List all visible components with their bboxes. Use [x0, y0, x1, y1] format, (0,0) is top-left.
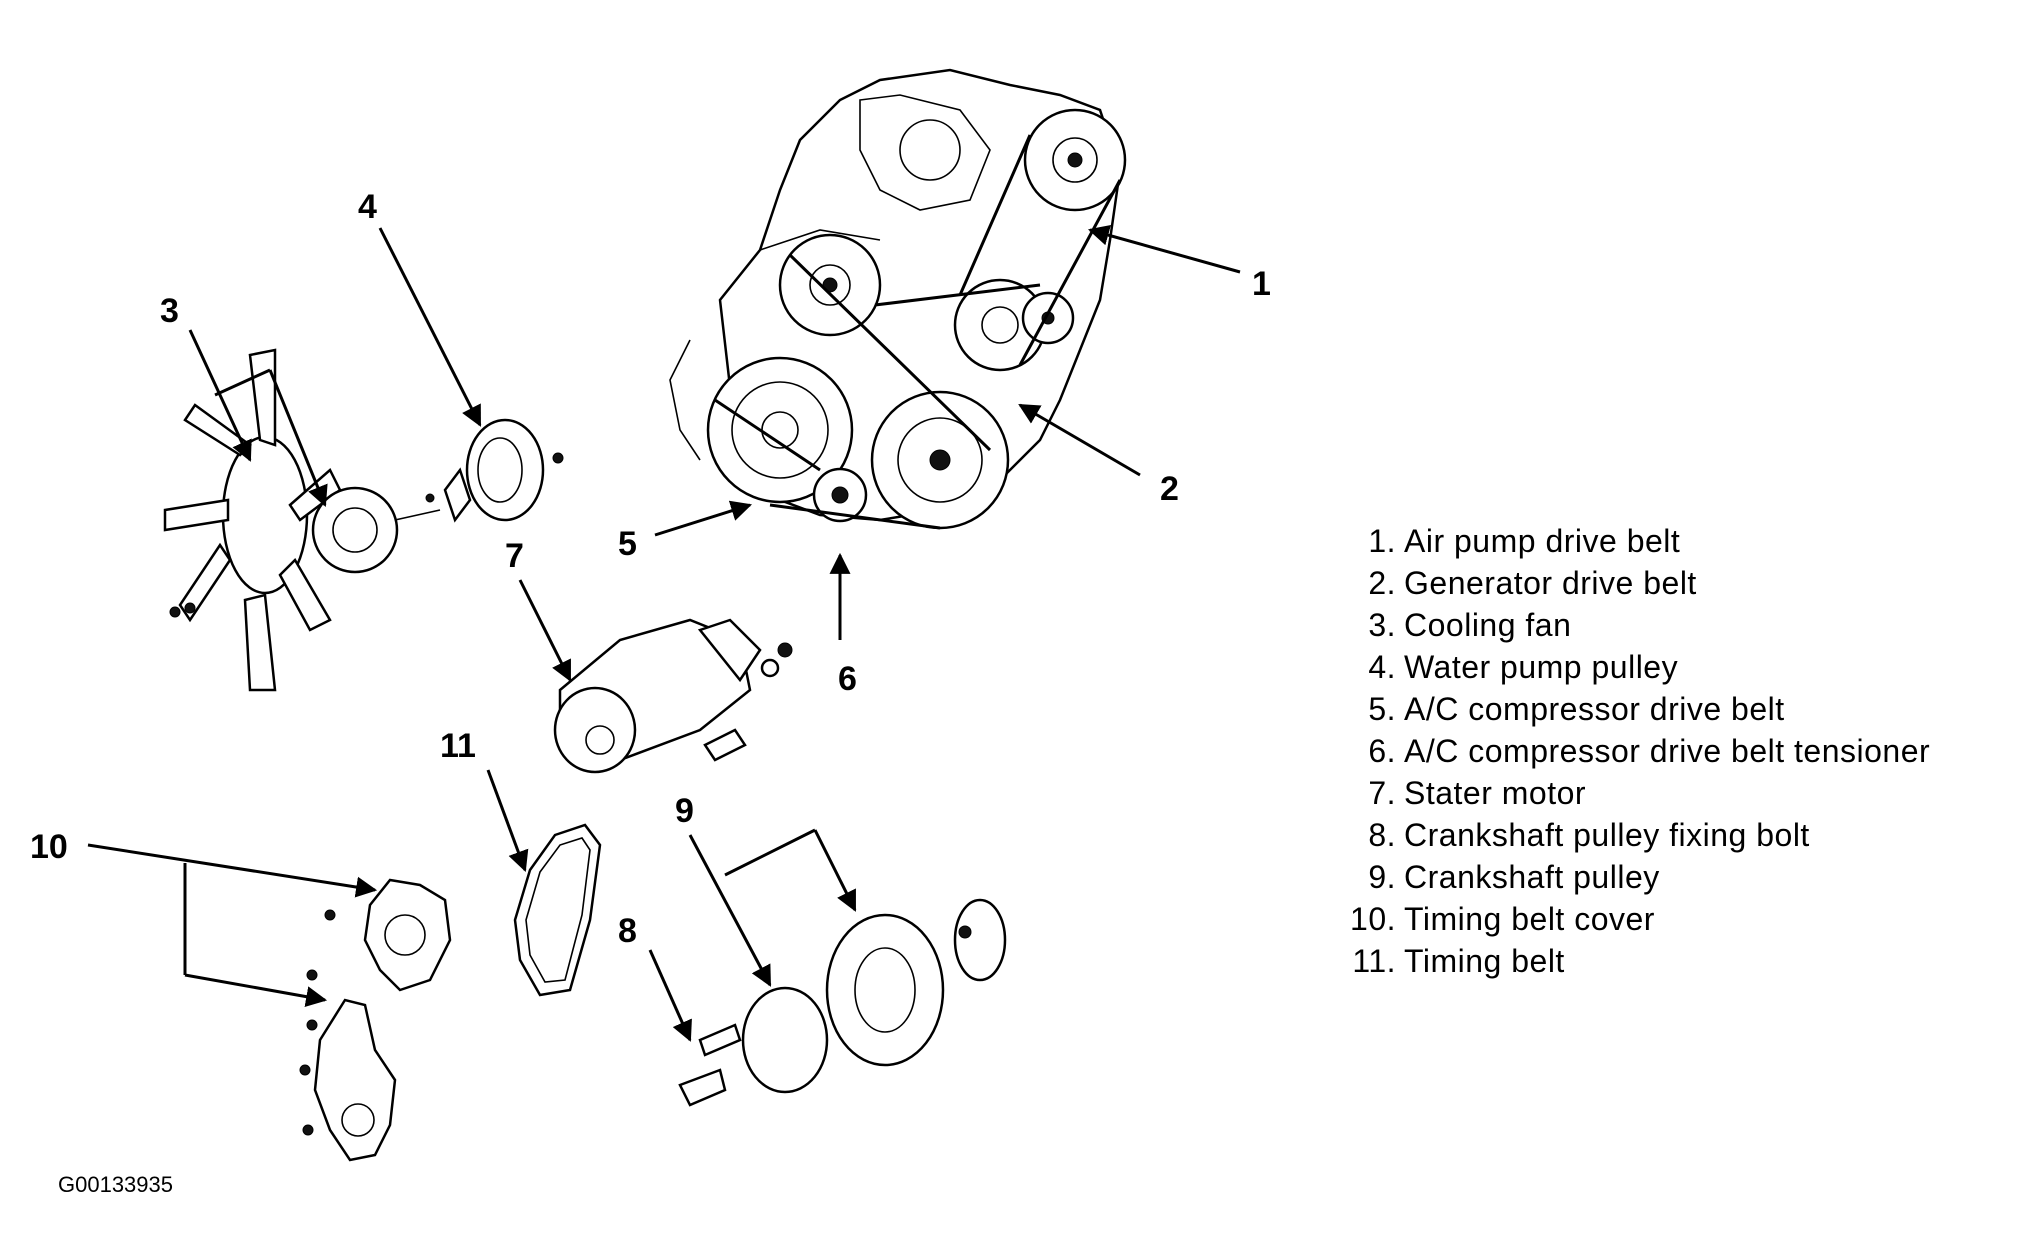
generator-belt	[788, 253, 1041, 452]
legend-text: Timing belt	[1404, 942, 1565, 979]
callout-4: 4	[358, 188, 377, 226]
callout-11: 11	[440, 727, 476, 765]
legend-text: Crankshaft pulley	[1404, 858, 1660, 895]
starter-motor	[553, 618, 793, 774]
legend-number: 5.	[1368, 690, 1396, 727]
legend-text: Air pump drive belt	[1404, 522, 1681, 559]
callout-6: 6	[838, 660, 857, 698]
legend-text: Stater motor	[1404, 774, 1587, 811]
legend-item: 4.Water pump pulley	[1320, 646, 1930, 688]
callout-7: 7	[505, 537, 524, 575]
fan-clutch	[311, 486, 399, 574]
legend-item: 7.Stater motor	[1320, 772, 1930, 814]
legend-item: 2.Generator drive belt	[1320, 562, 1930, 604]
leader-lines	[87, 224, 1241, 1042]
legend-item: 11.Timing belt	[1320, 940, 1930, 982]
crankshaft-bolt	[678, 1023, 742, 1107]
cooling-fan	[163, 348, 441, 692]
legend-item: 3.Cooling fan	[1320, 604, 1930, 646]
water-pump-pulley-part	[425, 418, 564, 523]
legend-number: 4.	[1368, 648, 1396, 685]
parts-legend: 1.Air pump drive belt 2.Generator drive …	[1320, 520, 1930, 982]
legend-number: 2.	[1368, 564, 1396, 601]
legend-text: A/C compressor drive belt	[1404, 690, 1785, 727]
air-pump-belt	[958, 134, 1122, 366]
callout-1: 1	[1252, 265, 1271, 303]
crankshaft-pulley-part	[741, 898, 1007, 1094]
timing-belt-cover	[299, 878, 452, 1162]
legend-text: Water pump pulley	[1404, 648, 1679, 685]
legend-item: 10.Timing belt cover	[1320, 898, 1930, 940]
callout-labels: 1 2 3 4 5 6 7 8 9 10 11	[30, 188, 1271, 950]
callout-3: 3	[160, 292, 179, 330]
figure-id: G00133935	[58, 1172, 173, 1197]
compressor-belt	[714, 398, 941, 530]
legend-number: 11.	[1352, 942, 1396, 979]
legend-text: Generator drive belt	[1404, 564, 1697, 601]
engine-assembly	[669, 68, 1127, 530]
legend-number: 9.	[1368, 858, 1396, 895]
legend-number: 6.	[1368, 732, 1396, 769]
callout-10: 10	[30, 828, 68, 866]
legend-number: 8.	[1368, 816, 1396, 853]
timing-belt	[513, 823, 602, 997]
callout-8: 8	[618, 912, 637, 950]
legend-text: Cooling fan	[1404, 606, 1572, 643]
legend-number: 7.	[1368, 774, 1396, 811]
legend-text: A/C compressor drive belt tensioner	[1404, 732, 1931, 769]
legend-item: 5.A/C compressor drive belt	[1320, 688, 1930, 730]
legend-item: 8.Crankshaft pulley fixing bolt	[1320, 814, 1930, 856]
callout-5: 5	[618, 525, 637, 563]
legend-number: 1.	[1368, 522, 1396, 559]
legend-item: 6.A/C compressor drive belt tensioner	[1320, 730, 1930, 772]
callout-9: 9	[675, 792, 694, 830]
legend-number: 3.	[1368, 606, 1396, 643]
callout-2: 2	[1160, 470, 1179, 508]
legend-number: 10.	[1350, 900, 1396, 937]
legend-item: 9.Crankshaft pulley	[1320, 856, 1930, 898]
legend-text: Crankshaft pulley fixing bolt	[1404, 816, 1810, 853]
legend-text: Timing belt cover	[1404, 900, 1655, 937]
legend-item: 1.Air pump drive belt	[1320, 520, 1930, 562]
